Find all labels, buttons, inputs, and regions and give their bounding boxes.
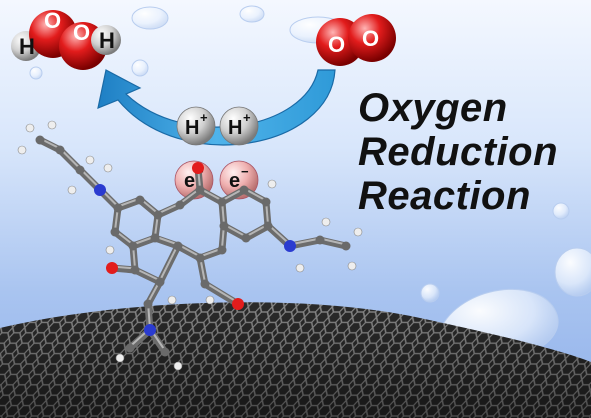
catalyst-nitrogen xyxy=(94,184,106,196)
catalyst-oxygen xyxy=(192,162,204,174)
reactant-atom-2: O xyxy=(362,26,379,51)
catalyst-hydrogen xyxy=(103,163,113,173)
catalyst-carbon xyxy=(261,197,271,207)
product-atom-3: O xyxy=(73,20,90,45)
electron-2-symbol: e xyxy=(229,170,240,192)
proton-1-symbol: H xyxy=(185,117,199,139)
catalyst-hydrogen xyxy=(267,179,277,189)
catalyst-hydrogen xyxy=(167,295,177,305)
catalyst-bond xyxy=(56,146,84,174)
catalyst-bond xyxy=(201,280,242,308)
catalyst-hydrogen xyxy=(347,261,357,271)
protons: H + H + xyxy=(176,106,259,146)
product-atom-2: O xyxy=(44,8,61,33)
catalyst-carbon xyxy=(239,185,249,195)
catalyst-hydrogen xyxy=(47,120,57,130)
catalyst-hydrogen xyxy=(115,353,125,363)
electron-1-symbol: e xyxy=(184,170,195,192)
title-line-2: Reduction xyxy=(358,130,559,174)
reactant-atom-1: O xyxy=(328,32,345,57)
catalyst-carbon xyxy=(315,235,325,245)
catalyst-hydrogen xyxy=(321,217,331,227)
title-line-3: Reaction xyxy=(358,174,531,218)
catalyst-carbon xyxy=(173,241,183,251)
catalyst-bond-highlight xyxy=(204,281,239,304)
catalyst-bond xyxy=(131,266,164,286)
catalyst-carbon xyxy=(217,245,227,255)
catalyst-hydrogen xyxy=(85,155,95,165)
catalyst-hydrogen xyxy=(17,145,27,155)
reactant-molecule-o2: O O xyxy=(316,14,396,66)
catalyst-carbon xyxy=(130,265,140,275)
catalyst-carbon xyxy=(125,343,135,353)
catalyst-carbon xyxy=(143,299,153,309)
catalyst-carbon xyxy=(35,135,45,145)
catalyst-hydrogen xyxy=(295,263,305,273)
catalyst-carbon xyxy=(175,200,185,210)
catalyst-carbon xyxy=(200,279,210,289)
reaction-arrow xyxy=(97,69,336,146)
catalyst-carbon xyxy=(128,241,138,251)
catalyst-carbon xyxy=(150,233,160,243)
proton-2-symbol: H xyxy=(228,117,242,139)
catalyst-hydrogen xyxy=(105,245,115,255)
title-line-1: Oxygen xyxy=(358,86,508,130)
catalyst-hydrogen xyxy=(173,361,183,371)
catalyst-carbon xyxy=(263,221,273,231)
catalyst-carbon xyxy=(219,221,229,231)
catalyst-carbon xyxy=(110,227,120,237)
catalyst-carbon xyxy=(241,233,251,243)
product-atom-1: H xyxy=(19,34,35,59)
catalyst-molecule xyxy=(17,120,363,371)
catalyst-hydrogen xyxy=(67,185,77,195)
catalyst-hydrogen xyxy=(353,227,363,237)
product-atom-4: H xyxy=(99,28,115,53)
product-molecule-h2o2: H O O H xyxy=(11,8,121,70)
catalyst-carbon xyxy=(195,185,205,195)
catalyst-oxygen xyxy=(232,298,244,310)
catalyst-carbon xyxy=(113,203,123,213)
catalyst-carbon xyxy=(155,277,165,287)
catalyst-carbon xyxy=(341,241,351,251)
proton-2-charge: + xyxy=(243,110,251,125)
electron-2-charge: − xyxy=(241,164,249,179)
catalyst-carbon xyxy=(153,210,163,220)
catalyst-carbon xyxy=(195,253,205,263)
catalyst-carbon xyxy=(160,347,170,357)
catalyst-bond-highlight xyxy=(159,243,179,282)
catalyst-oxygen xyxy=(106,262,118,274)
catalyst-carbon xyxy=(75,165,85,175)
catalyst-carbon xyxy=(55,145,65,155)
catalyst-carbon xyxy=(135,195,145,205)
catalyst-hydrogen xyxy=(205,295,215,305)
catalyst-hydrogen xyxy=(25,123,35,133)
catalyst-carbon xyxy=(217,197,227,207)
proton-1-charge: + xyxy=(200,110,208,125)
catalyst-nitrogen xyxy=(144,324,156,336)
catalyst-nitrogen xyxy=(284,240,296,252)
